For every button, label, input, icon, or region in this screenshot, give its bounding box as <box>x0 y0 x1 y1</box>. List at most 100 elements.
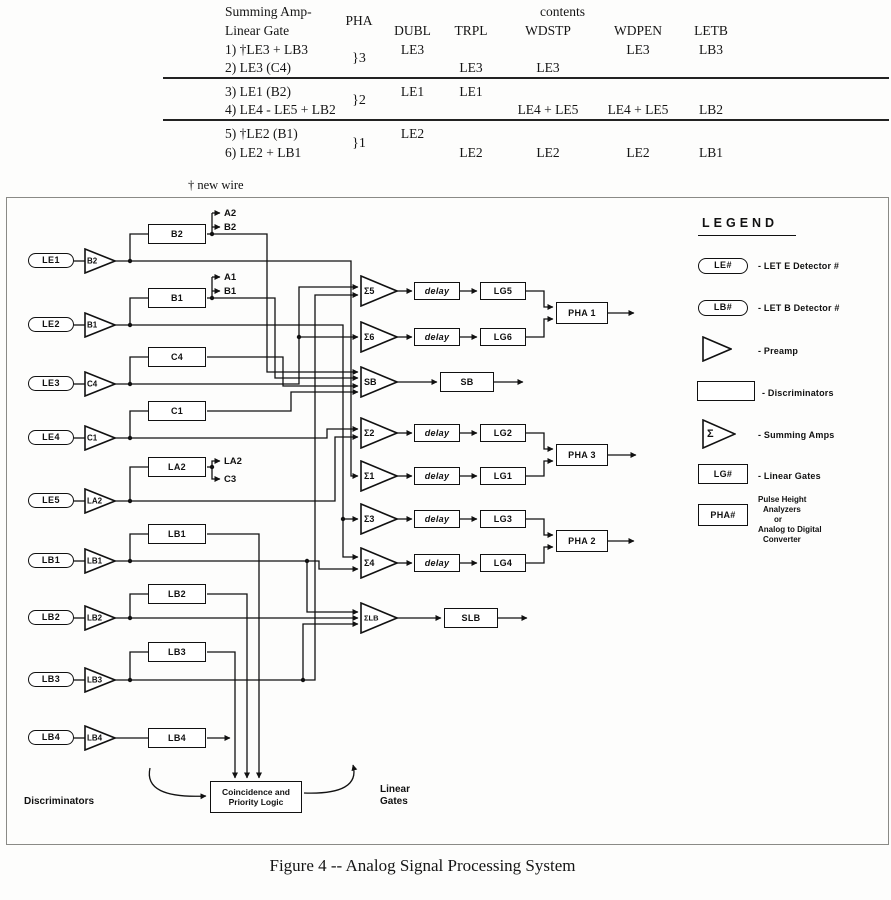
delay-box: delay <box>414 328 460 346</box>
disc-output-label-a2: A2 <box>224 208 237 219</box>
cell-trpl: LE1 <box>459 84 483 99</box>
coincidence-line2: Priority Logic <box>228 797 284 807</box>
cell-letb: LB3 <box>699 41 724 57</box>
summing-amp-s6: Σ6 <box>360 321 398 353</box>
disc-box-lb4: LB4 <box>148 728 206 748</box>
detector-pill-lb2: LB2 <box>28 610 74 625</box>
disc-box-lb2: LB2 <box>148 584 206 604</box>
coincidence-priority-logic-box: Coincidence and Priority Logic <box>210 781 302 813</box>
preamp-label: LB3 <box>87 675 103 685</box>
delay-box: delay <box>414 510 460 528</box>
summing-amp-s4: Σ4 <box>360 547 398 579</box>
table-header-contents: contents <box>540 3 586 19</box>
disc-output-label-la2: LA2 <box>224 456 242 467</box>
summing-amp-label: Σ4 <box>364 558 375 568</box>
row-label: 4) LE4 - LE5 + LB2 <box>163 101 336 121</box>
cell-wdstp: LE4 + LE5 <box>502 101 594 121</box>
sigma-glyph: Σ <box>707 428 714 440</box>
legend-pha-desc-line2: Analyzers <box>763 505 801 514</box>
table-header-left2: Linear Gate <box>225 22 290 38</box>
legend-title: LEGEND <box>702 216 779 230</box>
preamp-label: LB2 <box>87 613 103 623</box>
legend-le-symbol: LE# <box>698 258 748 274</box>
summing-amp-slb: ΣLB <box>360 602 398 634</box>
linear-gates-label-line1: Linear <box>380 784 411 795</box>
summing-amp-s3: Σ3 <box>360 503 398 535</box>
summing-amp-label: SB <box>364 377 377 387</box>
preamp-c1: C1 <box>84 425 116 451</box>
cell-wdpen: LE3 <box>626 41 650 57</box>
disc-box-c1: C1 <box>148 401 206 421</box>
cell-wdpen: LE4 + LE5 <box>594 101 682 121</box>
disc-box-b2: B2 <box>148 224 206 244</box>
legend-underline <box>698 235 796 236</box>
figure-caption: Figure 4 -- Analog Signal Processing Sys… <box>269 856 576 875</box>
detector-pill-lb4: LB4 <box>28 730 74 745</box>
cell-trpl: LE3 <box>440 59 502 79</box>
pha-box-3: PHA 3 <box>556 444 608 466</box>
table-row: 3) LE1 (B2) }2 LE1 LE1 <box>163 78 889 121</box>
delay-box: delay <box>414 554 460 572</box>
linear-gate-lg3: LG3 <box>480 510 526 528</box>
detector-pill-lb1: LB1 <box>28 553 74 568</box>
table-row: 6) LE2 + LB1 LE2 LE2 LE2 LB1 <box>163 143 889 162</box>
cell-wdpen: LE2 <box>626 144 650 160</box>
disc-box-lb1: LB1 <box>148 524 206 544</box>
summing-amp-sb: SB <box>360 366 398 398</box>
detector-pill-le2: LE2 <box>28 317 74 332</box>
cell-dubl: LE2 <box>400 126 425 141</box>
cell-trpl: LE2 <box>459 144 483 160</box>
cell-wdpen <box>594 59 682 79</box>
legend-preamp-desc: - Preamp <box>758 346 799 356</box>
legend-discriminator-symbol <box>697 381 755 401</box>
coincidence-line1: Coincidence and <box>221 787 290 797</box>
col-letb: LETB <box>694 22 728 38</box>
legend-lg-desc: - Linear Gates <box>758 471 821 481</box>
cell-dubl <box>385 59 440 79</box>
table-footnote: † new wire <box>188 178 244 192</box>
preamp-b1: B1 <box>84 312 116 338</box>
legend-pha-desc: Pulse Height Analyzers or Analog to Digi… <box>758 495 822 545</box>
summing-amp-label: Σ5 <box>364 286 375 296</box>
preamp-c4: C4 <box>84 371 116 397</box>
legend-discriminator-desc: - Discriminators <box>762 388 834 398</box>
summing-amp-label: Σ1 <box>364 471 375 481</box>
detector-pill-le3: LE3 <box>28 376 74 391</box>
cell-letb: LB1 <box>699 144 724 160</box>
summing-amp-s1: Σ1 <box>360 460 398 492</box>
legend-lg-symbol: LG# <box>698 464 748 484</box>
delay-box: delay <box>414 424 460 442</box>
preamp-label: C1 <box>87 433 98 443</box>
disc-output-label-c3: C3 <box>224 474 237 485</box>
detector-pill-le1: LE1 <box>28 253 74 268</box>
disc-output-label-b1: B1 <box>224 286 237 297</box>
linear-gates-label-line2: Gates <box>380 796 408 807</box>
summing-amp-s2: Σ2 <box>360 417 398 449</box>
delay-box: delay <box>414 282 460 300</box>
legend-preamp-symbol <box>702 336 732 362</box>
pha-brace: }3 <box>333 40 385 79</box>
summing-amp-label: Σ2 <box>364 428 375 438</box>
preamp-label: LA2 <box>87 496 103 506</box>
detector-pill-lb3: LB3 <box>28 672 74 687</box>
preamp-label: B1 <box>87 320 98 330</box>
preamp-lb3: LB3 <box>84 667 116 693</box>
row-label: 6) LE2 + LB1 <box>225 144 302 160</box>
legend-pha-desc-line5: Converter <box>763 535 801 544</box>
cell-dubl: LE3 <box>400 41 425 57</box>
disc-box-lb3: LB3 <box>148 642 206 662</box>
preamp-b2: B2 <box>84 248 116 274</box>
diagram-frame <box>6 197 889 845</box>
table-header-pha: PHA <box>345 13 373 28</box>
summing-amp-table: Summing Amp- PHA contents Linear Gate DU… <box>163 2 889 162</box>
disc-box-la2: LA2 <box>148 457 206 477</box>
slb-box: SLB <box>444 608 498 628</box>
legend-lb-symbol: LB# <box>698 300 748 316</box>
table-header-left1: Summing Amp- <box>225 3 312 19</box>
summing-amp-s5: Σ5 <box>360 275 398 307</box>
cell-dubl: LE1 <box>400 84 425 99</box>
pha-brace: }1 <box>352 135 366 151</box>
cell-letb <box>682 59 741 79</box>
disc-output-label-a1: A1 <box>224 272 237 283</box>
col-trpl: TRPL <box>454 22 488 38</box>
